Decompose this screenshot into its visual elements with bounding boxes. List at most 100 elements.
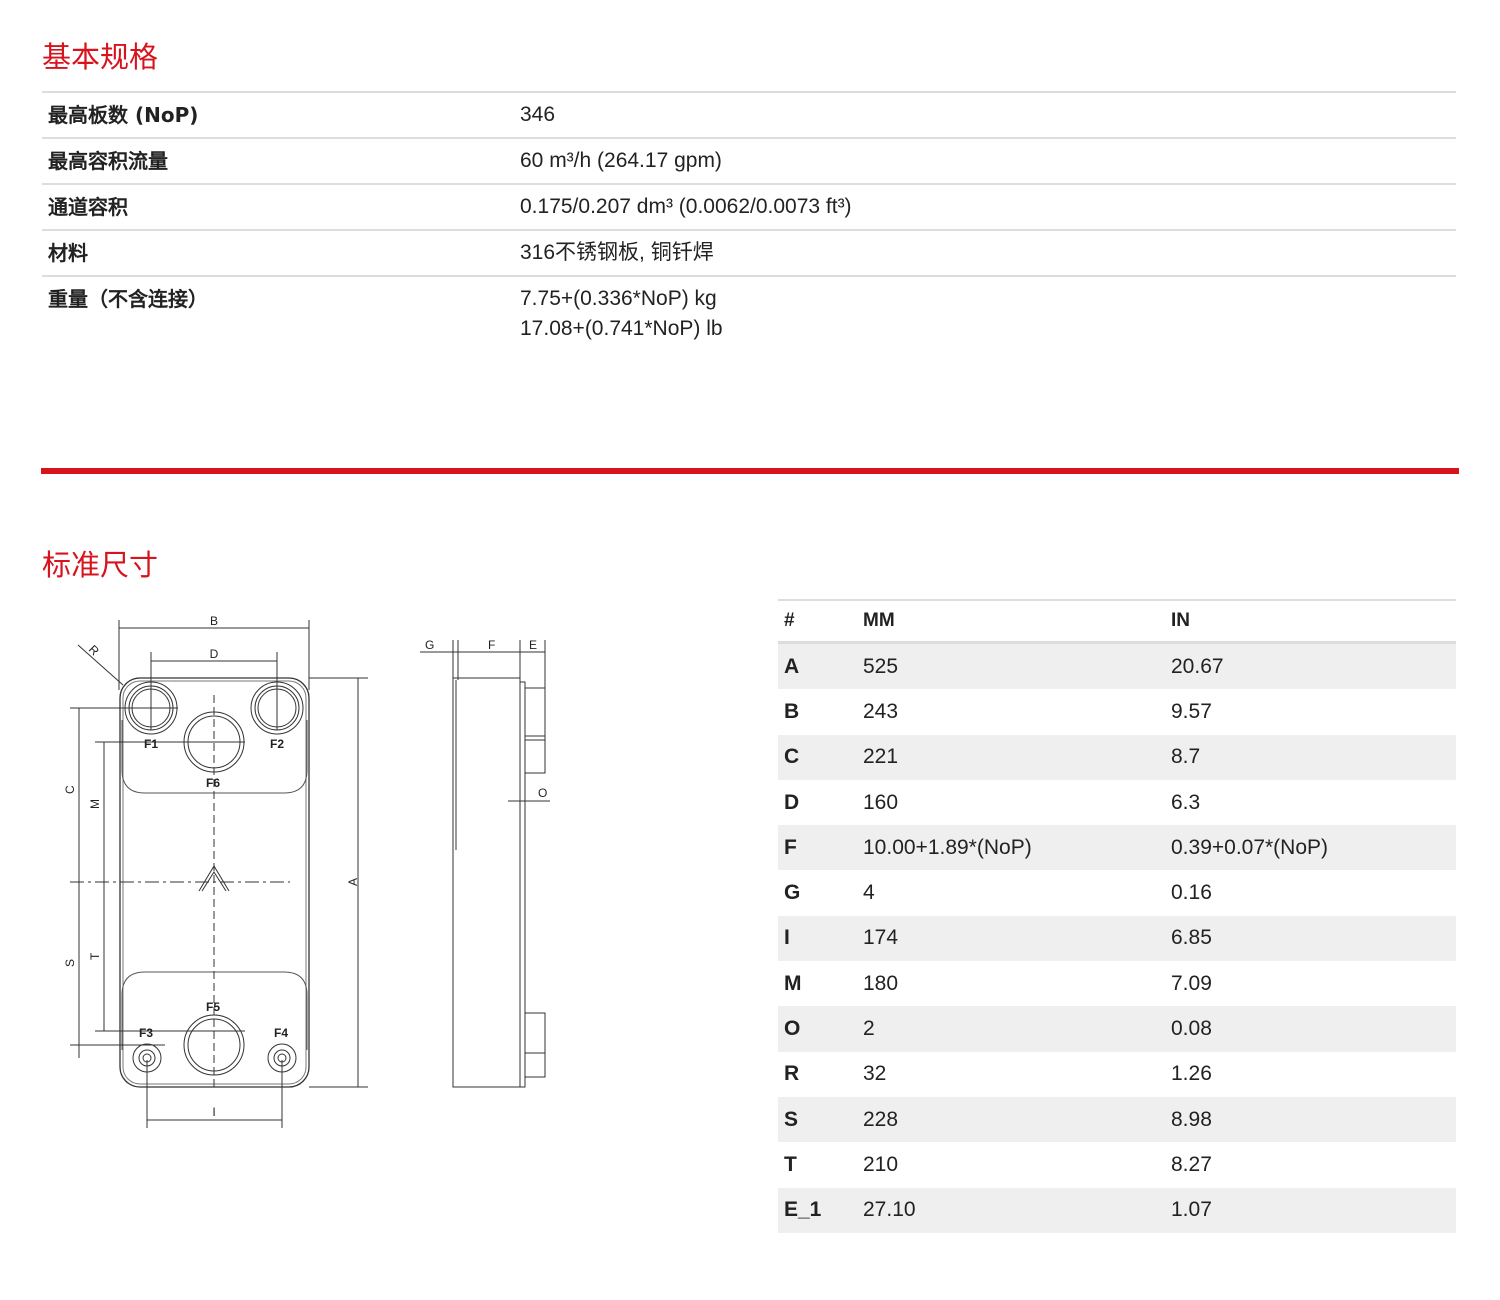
section-divider xyxy=(41,468,1459,474)
label-T: T xyxy=(88,952,102,960)
label-B: B xyxy=(210,614,218,628)
table-row: G 4 0.16 xyxy=(778,870,1456,915)
spec-value: 7.75+(0.336*NoP) kg 17.08+(0.741*NoP) lb xyxy=(520,277,723,339)
spec-row: 最高板数 (NoP) 346 xyxy=(42,93,1456,139)
table-row: M 180 7.09 xyxy=(778,961,1456,1006)
spec-label: 最高板数 (NoP) xyxy=(48,103,199,127)
dimensions-title: 标准尺寸 xyxy=(42,548,159,582)
cell-in: 6.3 xyxy=(1171,790,1201,814)
cell-mm: 27.10 xyxy=(863,1198,916,1222)
label-M: M xyxy=(88,799,102,809)
cell-key: G xyxy=(784,881,801,905)
cell-mm: 2 xyxy=(863,1017,875,1041)
cell-in: 1.07 xyxy=(1171,1198,1212,1222)
cell-mm: 174 xyxy=(863,926,899,950)
spec-row: 材料 316不锈钢板, 铜钎焊 xyxy=(42,231,1456,277)
side-view xyxy=(420,640,550,1088)
label-C: C xyxy=(63,785,77,794)
label-G: G xyxy=(425,638,434,652)
header-mm: MM xyxy=(863,610,895,631)
cell-key: E_1 xyxy=(784,1198,822,1222)
label-E: E xyxy=(529,638,537,652)
table-row: S 228 8.98 xyxy=(778,1096,1456,1143)
cell-mm: 160 xyxy=(863,790,899,814)
label-F3: F3 xyxy=(139,1026,153,1040)
label-I: I xyxy=(212,1105,215,1119)
cell-key: O xyxy=(784,1017,801,1041)
spec-row: 通道容积 0.175/0.207 dm³ (0.0062/0.0073 ft³) xyxy=(42,185,1456,231)
cell-in: 9.57 xyxy=(1171,699,1212,723)
cell-key: T xyxy=(784,1152,797,1176)
spec-label: 重量（不含连接） xyxy=(48,287,208,311)
spec-value: 0.175/0.207 dm³ (0.0062/0.0073 ft³) xyxy=(520,195,852,218)
basic-specs-table: 最高板数 (NoP) 346 最高容积流量 60 m³/h (264.17 gpm)… xyxy=(42,91,1456,339)
spec-label: 最高容积流量 xyxy=(48,149,168,173)
label-D: D xyxy=(210,647,219,661)
cell-mm: 243 xyxy=(863,699,899,723)
cell-key: B xyxy=(784,699,800,723)
table-header: # MM IN xyxy=(778,601,1456,644)
spec-value: 60 m³/h (264.17 gpm) xyxy=(520,149,722,172)
label-F6: F6 xyxy=(206,776,220,790)
table-row: A 525 20.67 xyxy=(778,644,1456,690)
dimension-drawing: B D R A C M S T I F1 F2 F6 F5 F3 F4 G F … xyxy=(63,614,550,1128)
label-R: R xyxy=(86,642,102,658)
spec-label: 通道容积 xyxy=(48,195,128,219)
cell-mm: 4 xyxy=(863,881,875,905)
cell-in: 7.09 xyxy=(1171,971,1212,995)
cell-mm: 525 xyxy=(863,654,899,678)
table-row: B 243 9.57 xyxy=(778,689,1456,734)
spec-value: 316不锈钢板, 铜钎焊 xyxy=(520,241,714,264)
cell-key: M xyxy=(784,971,802,995)
header-in: IN xyxy=(1171,610,1190,631)
spec-row: 最高容积流量 60 m³/h (264.17 gpm) xyxy=(42,139,1456,185)
cell-in: 20.67 xyxy=(1171,654,1224,678)
cell-key: F xyxy=(784,835,797,859)
cell-in: 8.7 xyxy=(1171,745,1201,769)
label-F2: F2 xyxy=(270,737,284,751)
weight-lb: 17.08+(0.741*NoP) lb xyxy=(520,317,723,340)
spec-value: 346 xyxy=(520,103,556,126)
cell-in: 8.98 xyxy=(1171,1107,1212,1131)
table-row: C 221 8.7 xyxy=(778,734,1456,780)
cell-mm: 10.00+1.89*(NoP) xyxy=(863,835,1032,859)
table-row: O 2 0.08 xyxy=(778,1006,1456,1052)
cell-key: I xyxy=(784,926,790,950)
label-S: S xyxy=(63,959,77,967)
label-F5: F5 xyxy=(206,1000,220,1014)
label-F4: F4 xyxy=(274,1026,288,1040)
table-row: I 174 6.85 xyxy=(778,915,1456,962)
header-key: # xyxy=(784,610,795,631)
table-row: E_1 27.10 1.07 xyxy=(778,1187,1456,1233)
cell-mm: 32 xyxy=(863,1062,887,1086)
cell-mm: 221 xyxy=(863,745,899,769)
cell-in: 0.39+0.07*(NoP) xyxy=(1171,835,1329,859)
label-F: F xyxy=(488,638,495,652)
cell-mm: 210 xyxy=(863,1152,899,1176)
cell-key: R xyxy=(784,1062,800,1086)
cell-key: D xyxy=(784,790,800,814)
cell-key: A xyxy=(784,654,800,678)
label-A: A xyxy=(346,878,360,886)
label-F1: F1 xyxy=(144,737,158,751)
cell-in: 0.16 xyxy=(1171,881,1212,905)
cell-mm: 180 xyxy=(863,971,899,995)
cell-in: 6.85 xyxy=(1171,926,1212,950)
cell-in: 8.27 xyxy=(1171,1152,1212,1176)
weight-kg: 7.75+(0.336*NoP) kg xyxy=(520,287,717,310)
table-row: F 10.00+1.89*(NoP) 0.39+0.07*(NoP) xyxy=(778,825,1456,871)
table-row: D 160 6.3 xyxy=(778,780,1456,825)
label-O: O xyxy=(538,786,547,800)
cell-key: C xyxy=(784,745,800,769)
front-view xyxy=(70,620,368,1128)
basic-specs-title: 基本规格 xyxy=(42,40,159,74)
spec-label: 材料 xyxy=(48,241,88,265)
table-row: T 210 8.27 xyxy=(778,1142,1456,1187)
cell-key: S xyxy=(784,1107,799,1131)
cell-mm: 228 xyxy=(863,1107,899,1131)
spec-row: 重量（不含连接） 7.75+(0.336*NoP) kg 17.08+(0.741*… xyxy=(42,277,1456,339)
cell-in: 0.08 xyxy=(1171,1017,1212,1041)
